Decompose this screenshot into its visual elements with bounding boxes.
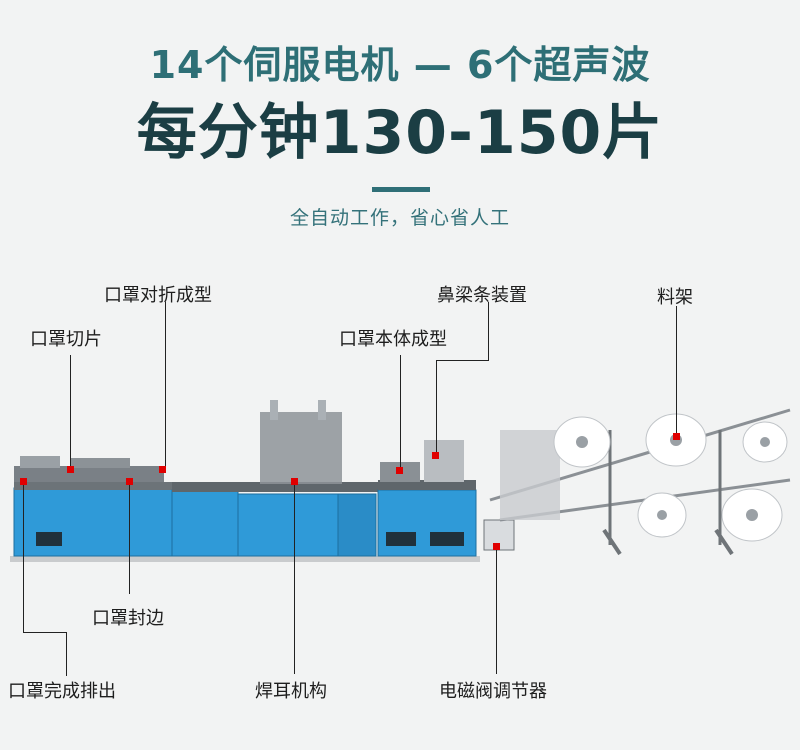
label-nose: 鼻梁条装置 [437, 285, 527, 306]
headline-motors: 14个伺服电机 — 6个超声波 [149, 43, 651, 87]
callout-line-done-v [23, 482, 24, 632]
callout-line-body [400, 355, 401, 469]
marker-done [20, 478, 27, 485]
callout-line-valve [496, 548, 497, 674]
marker-seal [126, 478, 133, 485]
callout-line-done-v2 [66, 632, 67, 676]
label-done: 口罩完成排出 [8, 681, 116, 702]
label-body: 口罩本体成型 [339, 329, 447, 350]
callout-line-nose-v2 [436, 360, 437, 456]
marker-rack [673, 433, 680, 440]
marker-body [396, 467, 403, 474]
marker-valve [493, 543, 500, 550]
callout-line-nose-h [436, 360, 489, 361]
label-ear: 焊耳机构 [255, 681, 327, 702]
callout-line-cut [70, 355, 71, 467]
callout-line-rack [676, 306, 677, 434]
label-fold: 口罩对折成型 [104, 285, 212, 306]
label-valve: 电磁阀调节器 [439, 681, 547, 702]
marker-cut [67, 466, 74, 473]
callout-line-nose-v1 [488, 302, 489, 360]
callout-line-done-h [23, 632, 67, 633]
marker-fold [159, 466, 166, 473]
callout-line-seal [129, 482, 130, 594]
headline-speed: 每分钟130-150片 [136, 98, 664, 168]
callout-line-fold [165, 302, 166, 468]
label-seal: 口罩封边 [92, 608, 164, 629]
mask-machine-illustration [10, 400, 791, 562]
divider [372, 187, 430, 192]
label-rack: 料架 [657, 287, 693, 308]
label-cut: 口罩切片 [30, 329, 102, 350]
subtitle: 全自动工作，省心省人工 [289, 207, 510, 229]
callout-line-ear [294, 482, 295, 674]
marker-ear [291, 478, 298, 485]
marker-nose [432, 452, 439, 459]
